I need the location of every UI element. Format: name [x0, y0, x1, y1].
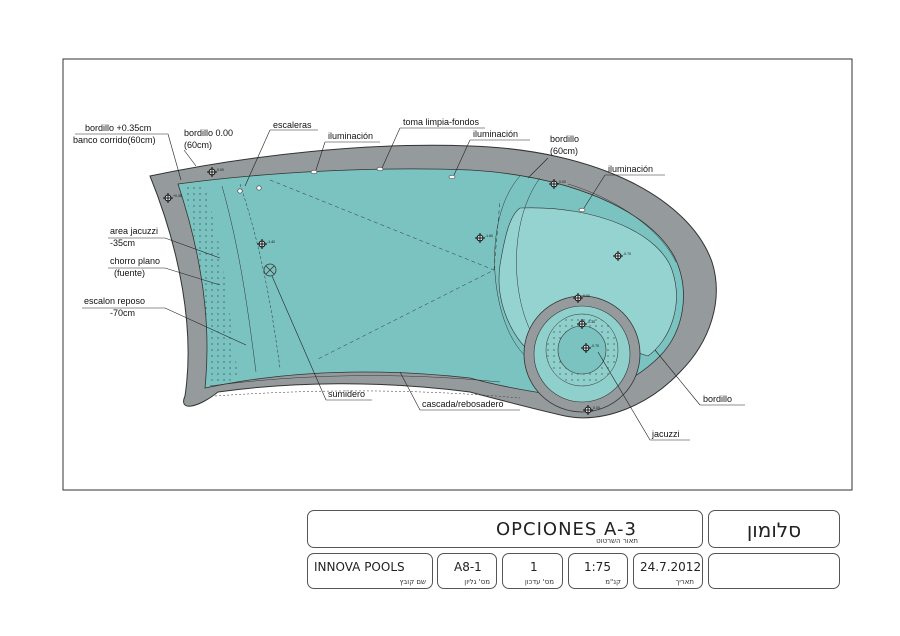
sheet-number: A8-1: [454, 560, 482, 574]
label-chorro-plano: chorro plano: [110, 256, 160, 266]
label-iluminacion-2: iluminación: [473, 129, 518, 139]
label-bordillo-000: bordillo 0.00: [184, 128, 233, 138]
label-bordillo-top-width: (60cm): [550, 146, 578, 156]
level-label: -1.40: [267, 240, 275, 244]
label-bordillo-000-width: (60cm): [184, 140, 212, 150]
client-box: סלומון: [708, 510, 840, 548]
label-escalon-reposo: escalon reposo: [84, 296, 145, 306]
label-bordillo-035: bordillo +0.35cm: [85, 123, 151, 133]
revision-box: 1 מס' עדכון: [502, 553, 563, 589]
area-jacuzzi-strip: [184, 186, 238, 386]
level-label: -0.70: [591, 344, 599, 348]
date-box: 24.7.2012 תאריך: [633, 553, 703, 589]
level-label: 0.00: [583, 294, 590, 298]
label-escaleras: escaleras: [273, 120, 312, 130]
blank-box: [708, 553, 840, 589]
level-label: 0.00: [559, 180, 566, 184]
date-value: 24.7.2012: [640, 560, 702, 574]
sheet-caption: מס' גליון: [464, 578, 490, 586]
scale-value: 1:75: [584, 560, 611, 574]
label-escalon-depth: -70cm: [110, 308, 135, 318]
label-bordillo-right: bordillo: [703, 394, 732, 404]
label-toma-limpia-fondos: toma limpia-fondos: [403, 117, 480, 127]
level-label: -0.70: [623, 252, 631, 256]
drawing-frame: [62, 58, 853, 491]
label-jacuzzi: jacuzzi: [651, 429, 680, 439]
label-area-jacuzzi-depth: -35cm: [110, 238, 135, 248]
level-markers: 0.00 +0.35 -1.40 -1.60 0.00 -0.70 0.00 -…: [163, 167, 631, 415]
title-caption: תאור השרטוט: [596, 537, 638, 545]
label-iluminacion-3: iluminación: [608, 164, 653, 174]
label-banco-corrido: banco corrido(60cm): [73, 135, 156, 145]
label-cascada: cascada/rebosadero: [422, 399, 504, 409]
level-label: -0.35: [587, 320, 595, 324]
leader-lines: [75, 127, 745, 441]
title-box: OPCIONES A-3 תאור השרטוט: [307, 510, 703, 548]
revision-caption: מס' עדכון: [524, 578, 554, 586]
label-fuente: (fuente): [114, 268, 145, 278]
company-box: INNOVA POOLS שם קובץ: [307, 553, 433, 589]
level-label: -1.60: [485, 234, 493, 238]
revision-number: 1: [530, 560, 538, 574]
level-label: 0.00: [593, 406, 600, 410]
label-bordillo-top: bordillo: [550, 134, 579, 144]
label-sumidero: sumidero: [328, 389, 365, 399]
drawing-title: OPCIONES A-3: [496, 519, 637, 540]
level-label: 0.00: [217, 168, 224, 172]
jacuzzi-center: [557, 325, 607, 375]
scale-caption: קנ"מ: [605, 578, 621, 586]
sheet-box: A8-1 מס' גליון: [437, 553, 497, 589]
light-markers: [237, 166, 586, 213]
scale-box: 1:75 קנ"מ: [568, 553, 628, 589]
company-caption: שם קובץ: [399, 578, 426, 586]
drain-icon: [263, 263, 277, 277]
label-iluminacion-1: iluminación: [328, 131, 373, 141]
level-label: +0.35: [173, 194, 182, 198]
label-area-jacuzzi: area jacuzzi: [110, 226, 158, 236]
client-name: סלומון: [746, 518, 802, 542]
date-caption: תאריך: [675, 578, 694, 586]
company-name: INNOVA POOLS: [314, 560, 405, 574]
construction-lines: [209, 175, 677, 399]
